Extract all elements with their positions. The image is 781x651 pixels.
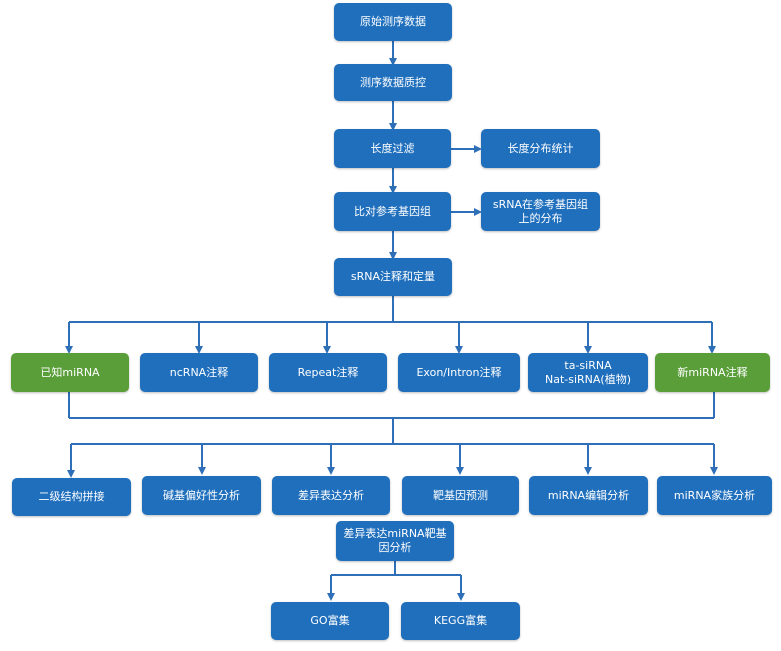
node-distribution-line1: sRNA在参考基因组 — [492, 197, 589, 211]
node-length-filter-label: 长度过滤 — [370, 141, 415, 155]
node-target-pred: 靶基因预测 — [402, 476, 519, 515]
node-kegg-label: KEGG富集 — [433, 614, 488, 627]
node-annotation: sRNA注释和定量 — [334, 258, 452, 296]
node-sirna: ta-siRNA Nat-siRNA(植物) — [528, 353, 648, 392]
node-go: GO富集 — [271, 602, 389, 640]
node-repeat-label: Repeat注释 — [297, 365, 359, 379]
node-go-label: GO富集 — [310, 614, 350, 627]
node-diff-expr-label: 差异表达分析 — [298, 488, 364, 502]
node-ncrna-label: ncRNA注释 — [169, 365, 229, 379]
node-exon-intron: Exon/Intron注释 — [398, 353, 520, 392]
node-novel-mirna: 新miRNA注释 — [655, 353, 770, 392]
node-exon-intron-label: Exon/Intron注释 — [416, 365, 502, 379]
node-distribution-line2: 上的分布 — [518, 211, 563, 225]
node-sirna-line1: ta-siRNA — [564, 358, 612, 372]
node-diff-target-line2: 因分析 — [378, 541, 412, 554]
node-secondary-structure: 二级结构拼接 — [12, 478, 131, 516]
node-secondary-structure-label: 二级结构拼接 — [38, 490, 105, 503]
node-diff-expr: 差异表达分析 — [272, 476, 390, 515]
node-base-bias-label: 碱基偏好性分析 — [163, 488, 240, 502]
node-length-filter: 长度过滤 — [334, 129, 451, 168]
node-mirna-family: miRNA家族分析 — [657, 476, 772, 515]
node-diff-target: 差异表达miRNA靶基 因分析 — [336, 521, 454, 561]
node-known-mirna: 已知miRNA — [11, 353, 129, 392]
node-base-bias: 碱基偏好性分析 — [142, 476, 261, 515]
node-length-stats-label: 长度分布统计 — [507, 141, 574, 155]
node-mirna-editing: miRNA编辑分析 — [529, 476, 648, 515]
node-annotation-label: sRNA注释和定量 — [350, 270, 436, 283]
node-target-pred-label: 靶基因预测 — [433, 488, 488, 502]
node-mirna-editing-label: miRNA编辑分析 — [547, 488, 630, 502]
node-novel-mirna-label: 新miRNA注释 — [677, 365, 748, 379]
node-distribution: sRNA在参考基因组 上的分布 — [481, 192, 600, 231]
node-raw-data: 原始测序数据 — [334, 3, 452, 41]
node-qc-label: 测序数据质控 — [360, 75, 426, 89]
node-mirna-family-label: miRNA家族分析 — [673, 488, 756, 502]
node-kegg: KEGG富集 — [401, 602, 520, 640]
node-diff-target-line1: 差异表达miRNA靶基 — [343, 527, 447, 540]
node-known-mirna-label: 已知miRNA — [40, 365, 100, 379]
node-sirna-line2: Nat-siRNA(植物) — [544, 372, 632, 386]
node-length-stats: 长度分布统计 — [481, 129, 600, 168]
node-qc: 测序数据质控 — [334, 64, 452, 101]
node-raw-data-label: 原始测序数据 — [360, 15, 426, 28]
node-align-label: 比对参考基因组 — [354, 204, 431, 218]
node-align: 比对参考基因组 — [334, 192, 451, 231]
node-repeat: Repeat注释 — [269, 353, 387, 392]
node-ncrna: ncRNA注释 — [140, 353, 258, 392]
